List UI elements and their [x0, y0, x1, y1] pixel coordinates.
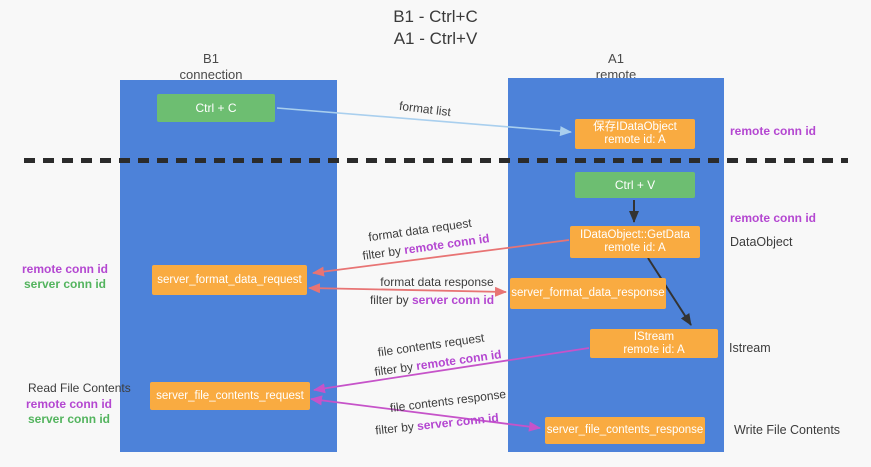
- header-b1-line2: connection: [179, 67, 243, 82]
- getdata-line2: remote id: A: [604, 242, 666, 254]
- header-a1-line1: A1: [608, 51, 624, 66]
- header-b1-line1: B1: [203, 51, 219, 66]
- server-conn-id-highlight: server conn id: [416, 410, 500, 434]
- server-file-contents-request-label: server_file_contents_request: [156, 389, 304, 402]
- dashed-separator-line: [24, 158, 848, 163]
- header-b1-connection: B1 connection: [153, 51, 269, 83]
- ctrl-c-label: Ctrl + C: [195, 101, 237, 115]
- title-line-1: B1 - Ctrl+C: [393, 7, 478, 26]
- save-idataobject-line2: remote id: A: [604, 134, 666, 146]
- server-conn-id-label-bottom-left: server conn id: [27, 412, 111, 426]
- server-format-data-response-label: server_format_data_response: [511, 287, 665, 299]
- getdata-line1: IDataObject::GetData: [580, 229, 690, 241]
- dataobject-label: DataObject: [730, 235, 793, 249]
- format-data-response-filter-label: filter by server conn id: [370, 293, 494, 307]
- istream-line2: remote id: A: [623, 343, 685, 356]
- conn-id-group-bottom-left: remote conn id server conn id: [24, 397, 114, 427]
- write-file-contents-label: Write File Contents: [734, 423, 841, 437]
- idataobject-getdata-box: IDataObject::GetData remote id: A: [570, 226, 700, 258]
- diagram-title: B1 - Ctrl+C A1 - Ctrl+V: [0, 6, 871, 50]
- server-file-contents-request-box: server_file_contents_request: [150, 382, 310, 410]
- remote-conn-id-label-left: remote conn id: [21, 262, 108, 276]
- server-format-data-request-box: server_format_data_request: [152, 265, 307, 295]
- server-format-data-response-box: server_format_data_response: [510, 278, 666, 309]
- save-idataobject-line1: 保存IDataObject: [593, 121, 677, 133]
- filter-by-text: filter by: [374, 419, 418, 438]
- ctrl-v-box: Ctrl + V: [575, 172, 695, 198]
- remote-conn-id-label-bottom-left: remote conn id: [25, 397, 112, 411]
- server-file-contents-response-label: server_file_contents_response: [546, 424, 704, 436]
- format-list-label: format list: [398, 98, 452, 120]
- istream-line1: IStream: [633, 330, 675, 343]
- save-idataobject-box: 保存IDataObject remote id: A: [575, 119, 695, 149]
- title-line-2: A1 - Ctrl+V: [393, 29, 478, 48]
- ctrl-c-box: Ctrl + C: [157, 94, 275, 122]
- read-file-contents-label: Read File Contents: [28, 381, 131, 395]
- server-file-contents-response-box: server_file_contents_response: [545, 417, 705, 444]
- server-conn-id-label-left: server conn id: [23, 277, 107, 291]
- remote-conn-id-label-top-right: remote conn id: [730, 124, 817, 138]
- istream-side-label: Istream: [729, 341, 771, 355]
- filter-by-text: filter by: [369, 293, 412, 307]
- format-data-response-label: format data response: [380, 275, 494, 289]
- conn-id-group-left: remote conn id server conn id: [19, 262, 111, 292]
- remote-conn-id-label-mid-right: remote conn id: [730, 211, 817, 225]
- filter-by-text: filter by: [373, 359, 418, 379]
- ctrl-v-label: Ctrl + V: [614, 178, 656, 192]
- filter-by-text: filter by: [361, 243, 406, 263]
- server-format-data-request-label: server_format_data_request: [157, 273, 302, 286]
- server-conn-id-highlight: server conn id: [411, 293, 495, 307]
- istream-box: IStream remote id: A: [590, 329, 718, 358]
